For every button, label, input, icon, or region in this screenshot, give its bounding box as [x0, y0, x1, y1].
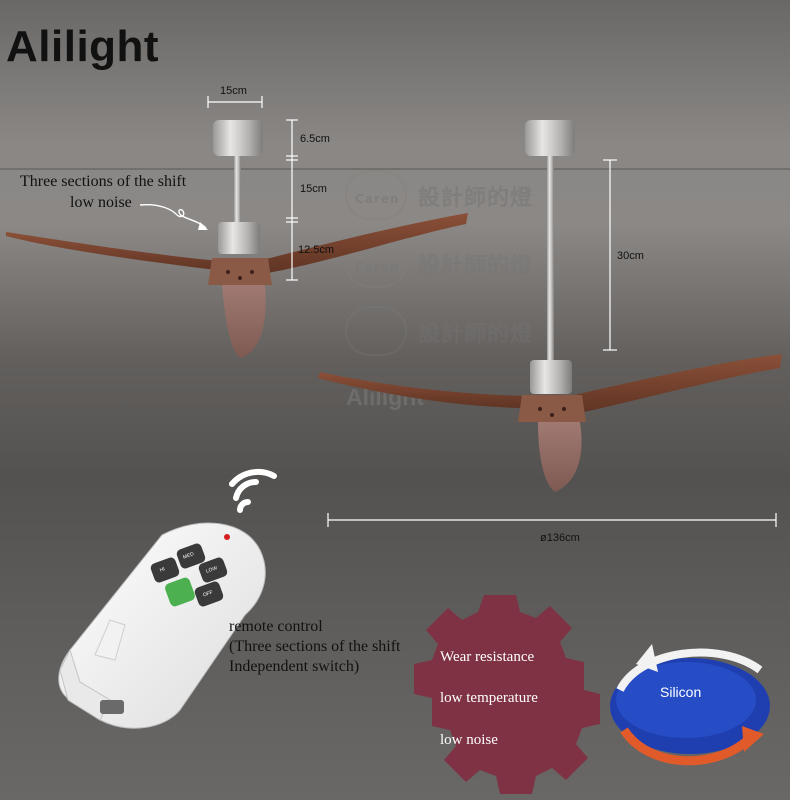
watermark-mark: Caren — [355, 260, 400, 274]
feature-item: low noise — [440, 732, 498, 748]
dim-shaft-section: 15cm — [300, 183, 327, 195]
shift-note-line1: Three sections of the shift — [20, 173, 187, 190]
watermark-logo — [345, 170, 407, 220]
watermark-text: 設計師的燈 — [418, 186, 534, 211]
remote-note-line3: Independent switch) — [229, 658, 360, 675]
feature-item: Wear resistance — [440, 649, 535, 665]
watermark-text: 設計師的燈 — [418, 322, 534, 347]
fan-right — [318, 120, 782, 492]
fan-left — [6, 120, 468, 358]
arrow-head — [198, 222, 208, 230]
watermark-text: 設計師的燈 — [418, 254, 534, 279]
dim-base-width: 15cm — [220, 85, 247, 97]
watermark-mark: Caren — [355, 192, 400, 206]
silicon-label: Silicon — [660, 684, 702, 700]
signal-icon — [229, 469, 277, 513]
feature-gear — [414, 595, 600, 794]
remote-control — [58, 522, 266, 729]
silicon-badge — [610, 644, 770, 766]
dim-motor-height: 12.5cm — [298, 244, 335, 256]
ceiling-edge — [0, 168, 790, 170]
remote-note-line1: remote control — [229, 618, 323, 635]
remote-note-line2: (Three sections of the shift — [229, 638, 401, 655]
pointer-arrow — [139, 203, 207, 229]
dim-rod-length: 30cm — [617, 250, 644, 262]
dim-canopy-height: 6.5cm — [300, 133, 330, 145]
watermark-logo — [345, 306, 407, 356]
dimension-lines — [207, 96, 777, 527]
brand-logo: Alilight — [6, 22, 160, 71]
dim-diameter: ø136cm — [540, 532, 580, 544]
feature-item: low temperature — [440, 690, 538, 706]
shift-note-line2: low noise — [70, 194, 132, 211]
